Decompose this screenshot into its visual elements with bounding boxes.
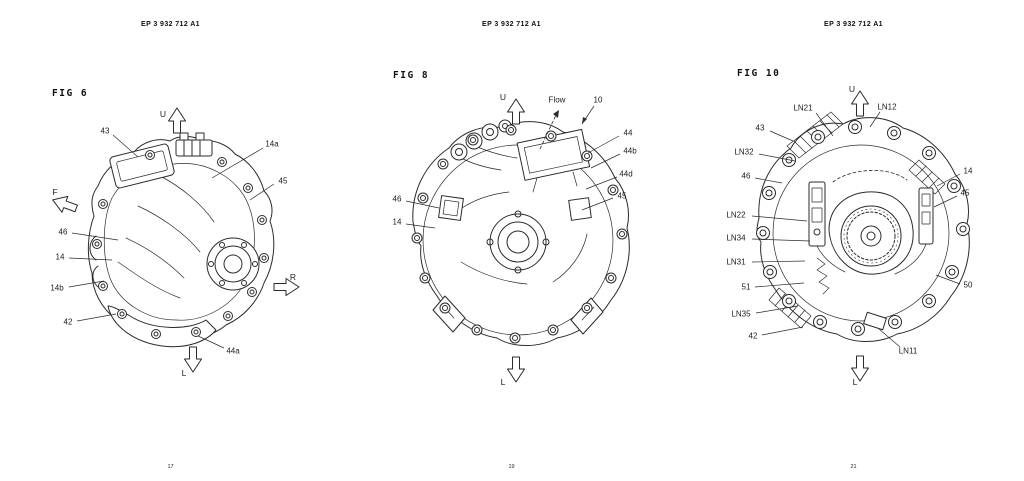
leader-line-ln12 <box>869 111 881 128</box>
direction-label-l: L <box>500 377 506 387</box>
leader-line-46 <box>754 177 783 184</box>
leader-line-45 <box>933 195 958 208</box>
direction-label-l: L <box>852 377 858 387</box>
arrow-up-u <box>507 98 525 125</box>
ref-label-flow: Flow <box>548 95 566 105</box>
arrow-down-l <box>507 356 525 383</box>
leader-line-44d <box>585 176 618 190</box>
flow-arrow <box>539 114 557 150</box>
ref-label-44a: 44a <box>226 346 240 356</box>
ref-label-44b: 44b <box>623 146 637 156</box>
ref-label-44: 44 <box>623 128 633 138</box>
figure-label-fig8: FIG 8 <box>393 70 430 81</box>
arrow-up-u <box>851 90 869 117</box>
direction-label-u: U <box>499 92 507 102</box>
leader-line-14a <box>211 147 264 179</box>
fig6-leader-lines <box>68 134 275 349</box>
ref-label-45: 45 <box>617 191 627 201</box>
fig6-drawing <box>52 107 300 373</box>
leader-line-50 <box>935 274 961 285</box>
ref-label-14: 14 <box>392 217 402 227</box>
ref-label-ln32: LN32 <box>734 147 754 157</box>
ref-label-45: 45 <box>960 188 970 198</box>
direction-label-l: L <box>181 368 187 378</box>
ref-label-10: 10 <box>593 95 603 105</box>
figure-label-fig10: FIG 10 <box>737 68 781 79</box>
leader-line-44a <box>197 335 225 349</box>
ref-label-43: 43 <box>100 126 110 136</box>
leader-line-44b <box>590 153 621 169</box>
leader-line-14 <box>405 223 436 229</box>
ref-label-14b: 14b <box>50 283 64 293</box>
sheet-number: 17 <box>167 464 174 470</box>
leader-line-42 <box>761 326 804 336</box>
leader-line-45 <box>249 183 275 201</box>
leader-line-10 <box>581 105 595 125</box>
arrow-down-l <box>184 346 202 373</box>
ref-label-51: 51 <box>741 282 751 292</box>
ref10-arrowhead <box>582 117 587 124</box>
leader-line-ln35 <box>755 305 799 314</box>
direction-label-f: F <box>52 187 58 197</box>
ref-label-ln11: LN11 <box>898 346 918 356</box>
ref-label-42: 42 <box>63 317 73 327</box>
publication-number: EP 3 932 712 A1 <box>482 21 541 28</box>
ref-label-ln12: LN12 <box>877 102 897 112</box>
leader-line-ln22 <box>751 215 808 222</box>
ref-label-14: 14 <box>55 252 65 262</box>
flow-arrowhead <box>553 110 559 118</box>
direction-label-u: U <box>159 109 167 119</box>
leader-line-14b <box>68 280 105 288</box>
ref-label-14: 14 <box>963 166 973 176</box>
ref-label-ln35: LN35 <box>731 309 751 319</box>
page-fig10: EP 3 932 712 A1 FIG 10 <box>683 0 1024 481</box>
leader-line-ln34 <box>751 238 811 242</box>
leader-line-14 <box>936 173 961 187</box>
leader-line-44 <box>587 135 620 154</box>
page-fig6: EP 3 932 712 A1 FIG 6 <box>0 0 341 481</box>
leader-line-ln32 <box>758 153 796 162</box>
direction-label-u: U <box>848 84 856 94</box>
ref-label-ln21: LN21 <box>793 103 813 113</box>
leader-line-46 <box>71 232 119 241</box>
ref-label-43: 43 <box>755 123 765 133</box>
ref-label-42: 42 <box>748 331 758 341</box>
publication-number: EP 3 932 712 A1 <box>824 21 883 28</box>
leader-line-ln31 <box>751 260 806 263</box>
leader-line-ln11 <box>878 328 901 348</box>
ref-label-50: 50 <box>963 280 973 290</box>
leader-line-ln21 <box>815 112 834 137</box>
page-fig8: EP 3 932 712 A1 FIG 8 <box>341 0 682 481</box>
ref-label-ln34: LN34 <box>726 233 746 243</box>
ref-label-14a: 14a <box>265 139 279 149</box>
direction-label-r: R <box>289 272 297 282</box>
ref-label-46: 46 <box>58 227 68 237</box>
leader-line-43 <box>112 134 139 158</box>
ref-label-44d: 44d <box>619 169 633 179</box>
leader-line-43 <box>769 130 794 142</box>
ref-label-45: 45 <box>278 176 288 186</box>
leader-line-46 <box>405 200 440 209</box>
publication-number: EP 3 932 712 A1 <box>141 21 200 28</box>
leader-line-14 <box>68 257 113 261</box>
leader-line-51 <box>754 282 805 288</box>
ref-label-ln31: LN31 <box>726 257 746 267</box>
ref-label-ln22: LN22 <box>726 210 746 220</box>
sheet-number: 21 <box>850 464 857 470</box>
leader-line-45 <box>581 197 614 211</box>
figure-label-fig6: FIG 6 <box>52 88 89 99</box>
leader-line-42 <box>76 313 117 322</box>
sheet-number: 19 <box>508 464 515 470</box>
arrow-up-u <box>168 107 186 134</box>
ref-label-46: 46 <box>741 171 751 181</box>
ref-label-46: 46 <box>392 194 402 204</box>
